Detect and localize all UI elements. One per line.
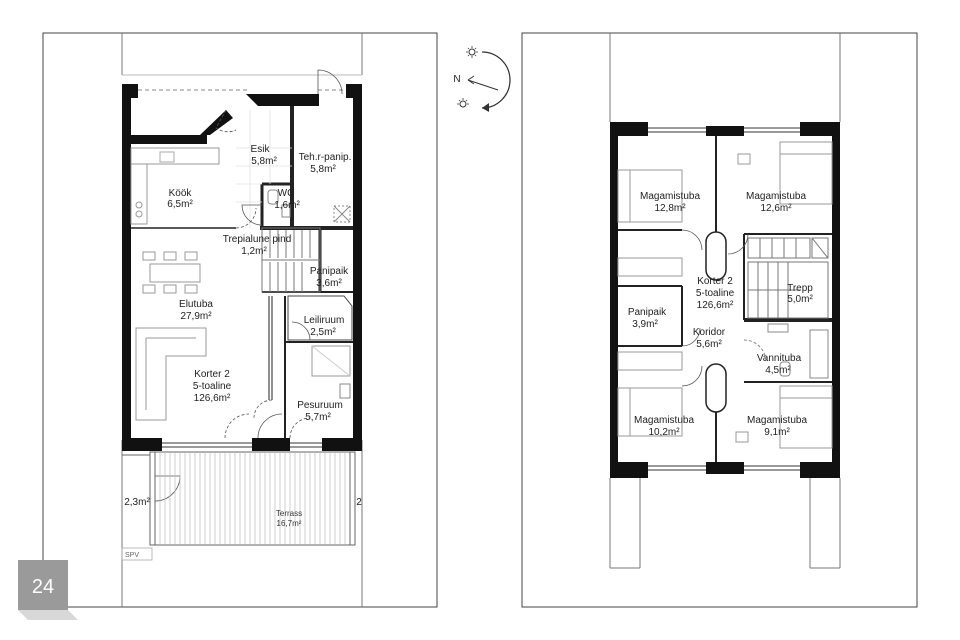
room-name-mag3: Magamistuba [634, 415, 694, 426]
apartment-area-upper: 126,6m² [697, 300, 734, 311]
room-area-tehr: 5,8m² [310, 164, 336, 175]
room-name-kook: Köök [169, 188, 193, 199]
room-area-kook: 6,5m² [167, 199, 193, 210]
room-name-mag2: Magamistuba [746, 191, 806, 202]
room-name-elutuba: Elutuba [179, 299, 213, 310]
room-area-esik: 5,8m² [251, 156, 277, 167]
room-area-koridor: 5,6m² [696, 339, 722, 350]
room-name-trepialune: Trepialune pind [223, 234, 292, 245]
room-name-mag1: Magamistuba [640, 191, 700, 202]
room-area-elutuba: 27,9m² [180, 311, 212, 322]
ground-floor-plan: Esik 5,8m² Teh.r-panip. 5,8m² Köök 6,5m²… [42, 32, 438, 608]
outside-area: 2,3m² [124, 497, 150, 508]
room-area-trepp: 5,0m² [787, 294, 813, 305]
spv-label: SPV [125, 552, 139, 559]
apartment-type-ground: 5-toaline [193, 381, 232, 392]
room-name-panipaik-upper: Panipaik [628, 307, 667, 318]
room-name-wc: WC [278, 188, 295, 199]
apartment-type-upper: 5-toaline [696, 288, 735, 299]
ground-floor-labels: Esik 5,8m² Teh.r-panip. 5,8m² Köök 6,5m²… [124, 144, 362, 559]
room-area-wc: 1,6m² [274, 200, 300, 211]
compass-north: N [453, 74, 460, 85]
apartment-name-upper: Korter 2 [697, 276, 733, 287]
page-number: 24 [32, 576, 54, 598]
room-name-vannituba: Vannituba [757, 353, 802, 364]
terrace [122, 451, 356, 546]
room-name-trepp: Trepp [787, 283, 813, 294]
room-area-mag2: 12,6m² [760, 203, 792, 214]
page-number-badge: 24 [18, 560, 78, 620]
apartment-area-ground: 126,6m² [194, 393, 231, 404]
room-name-koridor: Koridor [693, 327, 726, 338]
room-area-mag1: 12,8m² [654, 203, 686, 214]
room-name-pesuruum: Pesuruum [297, 400, 343, 411]
room-area-vannituba: 4,5m² [765, 365, 791, 376]
sunset-icon [457, 98, 469, 108]
room-area-pesuruum: 5,7m² [305, 412, 331, 423]
room-name-mag4: Magamistuba [747, 415, 807, 426]
upper-floor-labels: Magamistuba 12,8m² Magamistuba 12,6m² Ko… [628, 191, 814, 438]
room-area-trepialune: 1,2m² [241, 246, 267, 257]
room-area-terrass: 16,7m² [277, 519, 302, 528]
sun-icon [466, 46, 478, 58]
room-area-panipaik-upper: 3,9m² [632, 319, 658, 330]
apartment-name-ground: Korter 2 [194, 369, 230, 380]
upper-floor-plan: Magamistuba 12,8m² Magamistuba 12,6m² Ko… [521, 32, 918, 608]
room-name-terrass: Terrass [276, 509, 302, 518]
room-name-esik: Esik [251, 144, 271, 155]
room-area-mag3: 10,2m² [648, 427, 680, 438]
compass: N [453, 46, 511, 112]
edge-digit: 2 [356, 497, 362, 508]
ground-floor-frame [42, 32, 438, 608]
room-name-tehr: Teh.r-panip. [299, 152, 352, 163]
room-name-panipaik: Panipaik [310, 266, 349, 277]
upper-floor-walls [610, 122, 840, 478]
room-name-leiliruum: Leiliruum [304, 315, 345, 326]
room-area-mag4: 9,1m² [764, 427, 790, 438]
ground-floor-walls [122, 84, 362, 451]
upper-floor-frame [521, 32, 918, 608]
room-area-leiliruum: 2,5m² [310, 327, 336, 338]
page-badge-shape: 24 [18, 560, 78, 620]
room-area-panipaik: 3,6m² [316, 278, 342, 289]
